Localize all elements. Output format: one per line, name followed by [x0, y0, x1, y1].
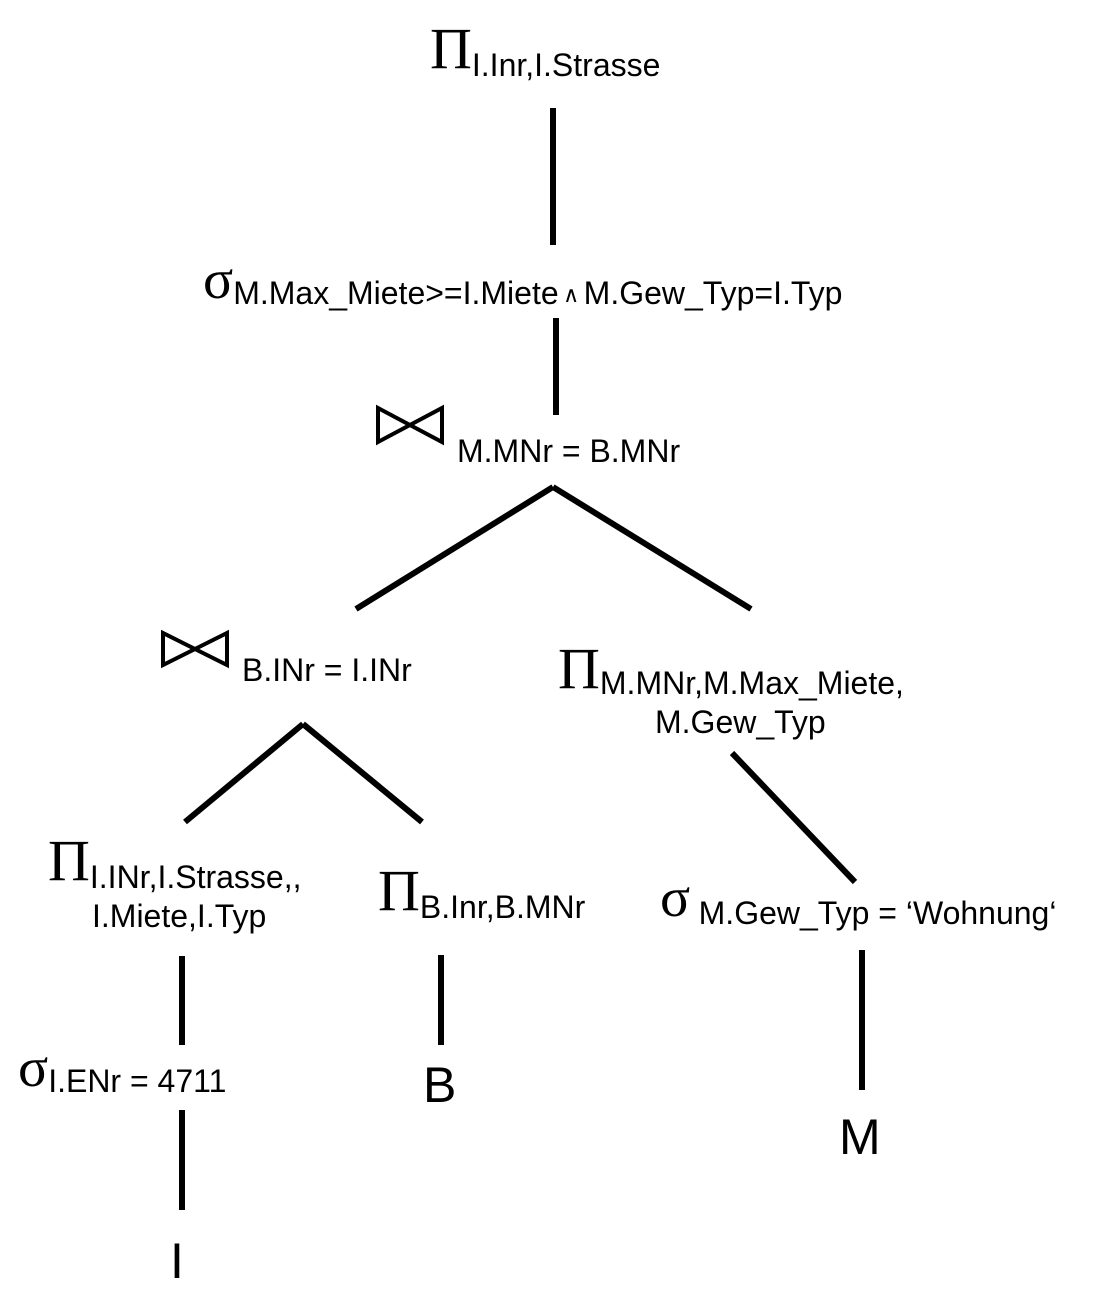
edge-left-join-to-projection-b	[301, 721, 424, 825]
root-projection-node: ΠI.Inr,I.Strasse	[430, 16, 660, 82]
projection-operator: Π	[430, 16, 472, 81]
join-top-bowtie-icon	[376, 404, 444, 446]
top-selection-node: σM.Max_Miete>=I.Miete ∧ M.Gew_Typ=I.Typ	[203, 249, 843, 311]
selection-m-node: σ M.Gew_Typ = ‘Wohnung‘	[660, 867, 1056, 929]
top-selection-condition-right: M.Gew_Typ=I.Typ	[583, 275, 843, 311]
join-left-condition: B.INr = I.INr	[242, 652, 412, 688]
projection-operator: Π	[378, 858, 420, 923]
selection-i-node: σI.ENr = 4711	[18, 1037, 227, 1099]
projection-i-attributes-line2: I.Miete,I.Typ	[92, 898, 267, 934]
projection-i-node: ΠI.INr,I.Strasse,,	[48, 828, 302, 894]
selection-operator: σ	[660, 867, 691, 929]
selection-operator: σ	[203, 249, 234, 311]
top-selection-condition-left: M.Max_Miete>=I.Miete	[233, 275, 559, 311]
projection-operator: Π	[558, 636, 600, 701]
projection-operator: Π	[48, 828, 90, 893]
projection-i-attributes-line1: I.INr,I.Strasse,,	[89, 859, 302, 895]
edge-join-to-left-join	[354, 484, 555, 612]
projection-m-attributes-line1: M.MNr,M.Max_Miete,	[599, 665, 904, 701]
join-left-bowtie-icon	[161, 629, 229, 669]
projection-b-node: ΠB.Inr,B.MNr	[378, 858, 585, 924]
selection-i-condition: I.ENr = 4711	[48, 1063, 227, 1099]
selection-operator: σ	[18, 1037, 49, 1099]
projection-b-attributes: B.Inr,B.MNr	[419, 889, 586, 925]
leaf-relation-b: B	[423, 1057, 457, 1113]
selection-m-condition: M.Gew_Typ = ‘Wohnung‘	[698, 895, 1057, 931]
projection-m-node: ΠM.MNr,M.Max_Miete,	[558, 636, 904, 701]
join-top-condition: M.MNr = B.MNr	[457, 433, 681, 469]
root-projection-attributes: I.Inr,I.Strasse	[471, 47, 661, 83]
edge-projection-m-to-selection-m	[729, 750, 858, 885]
edge-join-to-projection-m	[551, 484, 753, 612]
edge-left-join-to-projection-i	[183, 721, 305, 825]
leaf-relation-m: M	[839, 1109, 881, 1165]
leaf-relation-i: I	[170, 1233, 184, 1289]
and-symbol: ∧	[563, 282, 580, 307]
projection-m-attributes-line2: M.Gew_Typ	[655, 704, 826, 740]
